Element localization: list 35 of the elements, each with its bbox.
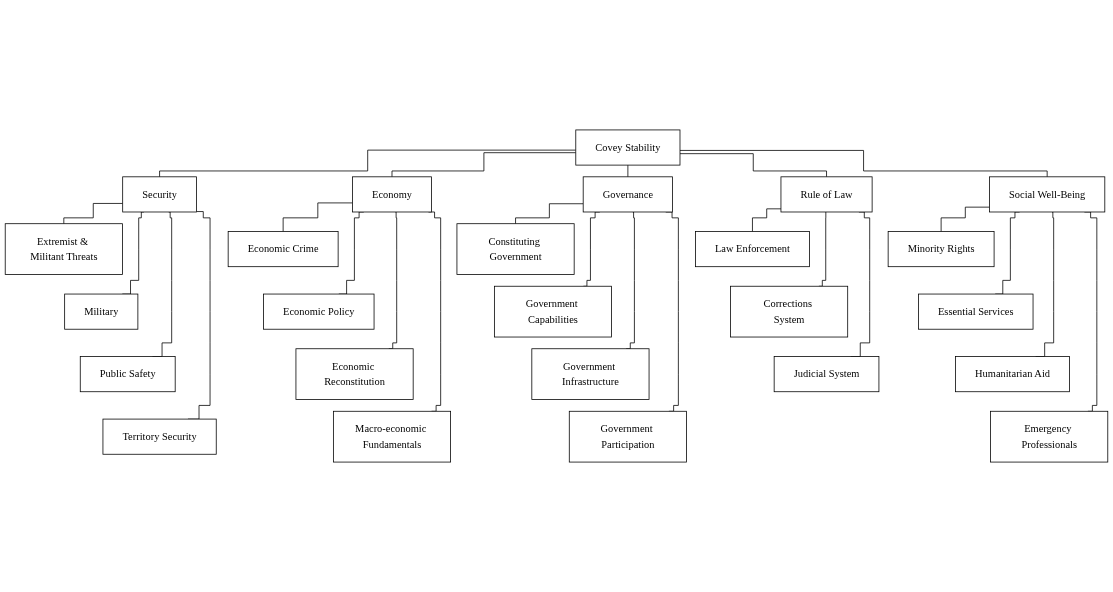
node-box: Economy (352, 176, 432, 213)
node-box: Government Capabilities (494, 285, 612, 338)
node-box: Corrections System (730, 285, 849, 338)
node-box: Judicial System (773, 356, 880, 393)
node-box: Essential Services (918, 293, 1034, 330)
connector (940, 206, 990, 232)
connector (679, 153, 827, 178)
connector (159, 149, 577, 178)
connector (627, 164, 629, 178)
node-box: Security (122, 176, 197, 213)
node-box: Macro-economic Fundamentals (333, 410, 451, 463)
node-box: Economic Policy (263, 293, 375, 330)
connector (752, 208, 782, 232)
node-box: Governance (582, 176, 673, 213)
node-box: Extremist & Militant Threats (4, 223, 123, 275)
node-box: Military (64, 293, 139, 330)
node-box: Economic Reconstitution (295, 348, 414, 400)
connector (515, 203, 584, 225)
node-box: Covey Stability (575, 129, 681, 166)
node-box: Law Enforcement (695, 231, 810, 268)
node-box: Social Well-Being (989, 176, 1106, 213)
node-box: Rule of Law (780, 176, 873, 213)
connector (679, 150, 1048, 178)
node-box: Humanitarian Aid (955, 356, 1070, 393)
connector (63, 203, 124, 225)
connector (391, 152, 577, 178)
connector (282, 202, 353, 232)
node-box: Economic Crime (227, 231, 339, 268)
node-box: Emergency Professionals (990, 410, 1109, 463)
node-box: Public Safety (79, 356, 176, 393)
node-box: Minority Rights (887, 231, 995, 268)
node-box: Territory Security (102, 418, 217, 455)
node-box: Government Infrastructure (531, 348, 650, 400)
node-box: Constituting Government (456, 223, 575, 275)
node-box: Government Participation (568, 410, 687, 463)
